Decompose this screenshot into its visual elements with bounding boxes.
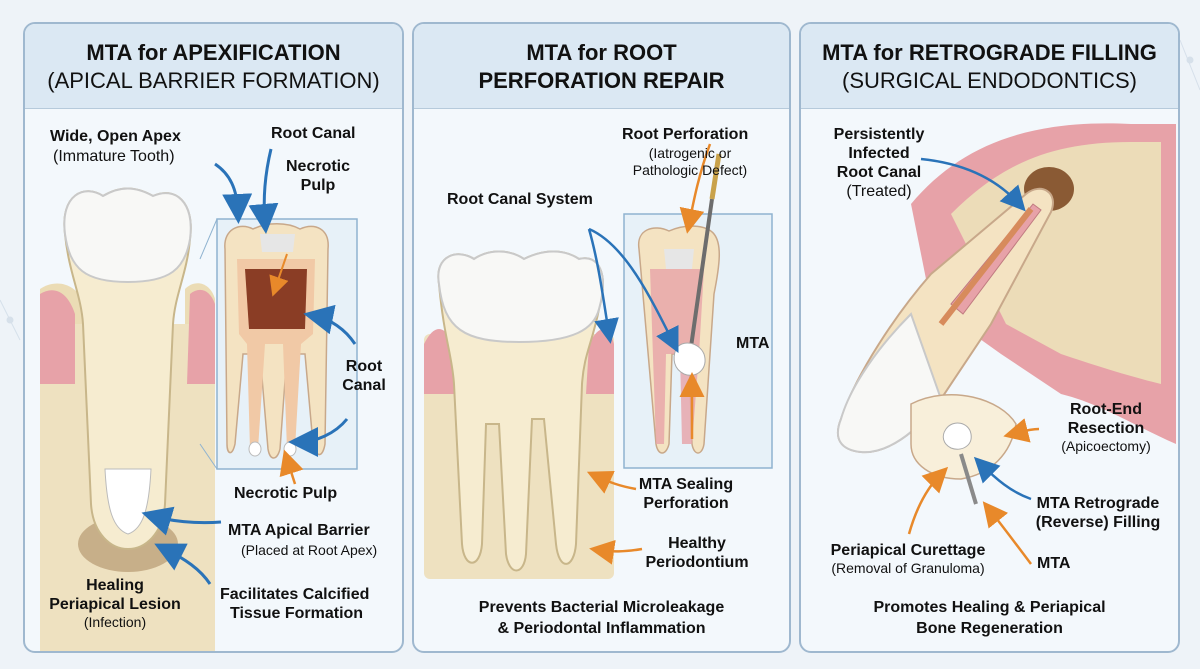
label-healthy-periodontium: Healthy Periodontium xyxy=(642,534,752,572)
label-line: Infected xyxy=(848,145,910,162)
panel-title: MTA for RETROGRADE FILLING xyxy=(822,40,1157,65)
label-necrotic-pulp-top: Necrotic Pulp xyxy=(278,157,358,195)
label-line: MTA Retrograde xyxy=(1036,495,1160,512)
panel-footer: Prevents Bacterial Microleakage & Period… xyxy=(414,597,789,639)
label-line: Canal xyxy=(342,377,386,394)
label-line: MTA Sealing xyxy=(638,476,734,493)
panel-title: MTA for ROOT xyxy=(526,40,677,65)
panel-title: MTA for APEXIFICATION xyxy=(86,40,341,65)
label-line: Tissue Formation xyxy=(230,605,364,622)
label-line: Perforation xyxy=(643,495,729,512)
label-root-perforation: Root Perforation xyxy=(622,126,749,143)
label-root-canal-top: Root Canal xyxy=(271,125,356,142)
panel-apexification: MTA for APEXIFICATION (APICAL BARRIER FO… xyxy=(23,22,404,653)
label-line: (Reverse) Filling xyxy=(1035,514,1161,531)
perforation-illustration xyxy=(424,143,773,579)
label-mta: MTA xyxy=(736,335,770,352)
label-line: (Apicoectomy) xyxy=(1061,438,1151,454)
label-persistently-infected: Persistently Infected Root Canal (Treate… xyxy=(819,125,939,201)
label-root-canal-system: Root Canal System xyxy=(447,191,593,208)
panel-subtitle: (SURGICAL ENDODONTICS) xyxy=(842,68,1137,93)
label-necrotic-pulp-bottom: Necrotic Pulp xyxy=(234,485,338,502)
label-iatrogenic: (Iatrogenic or Pathologic Defect) xyxy=(610,145,770,179)
label-line: Periodontium xyxy=(645,554,749,571)
label-line: Persistently xyxy=(833,126,925,143)
label-line: (Iatrogenic or xyxy=(648,145,732,161)
footer-line: Bone Regeneration xyxy=(916,620,1063,637)
label-line: Root-End xyxy=(1070,401,1142,418)
label-mta: MTA xyxy=(1037,555,1071,572)
label-healing-lesion: Healing Periapical Lesion (Infection) xyxy=(35,576,195,631)
label-line: Healthy xyxy=(668,535,726,552)
label-line: Resection xyxy=(1067,420,1145,437)
label-line: (Removal of Granuloma) xyxy=(831,560,985,576)
label-periapical-curettage: Periapical Curettage (Removal of Granulo… xyxy=(819,541,997,577)
panel-header xyxy=(414,24,789,109)
label-placed-at-apex: (Placed at Root Apex) xyxy=(241,542,378,558)
panel-retrograde-filling: MTA for RETROGRADE FILLING (SURGICAL END… xyxy=(799,22,1180,653)
footer-line: & Periodontal Inflammation xyxy=(497,620,706,637)
panel-subtitle: (APICAL BARRIER FORMATION) xyxy=(47,68,380,93)
retrograde-illustration xyxy=(836,123,1176,565)
label-line: Pathologic Defect) xyxy=(632,162,748,178)
label-mta-apical-barrier: MTA Apical Barrier xyxy=(228,522,370,539)
panel-subtitle: PERFORATION REPAIR xyxy=(478,68,725,93)
label-line: Healing xyxy=(86,577,144,594)
panel-header xyxy=(801,24,1178,109)
label-line: Periapical Curettage xyxy=(830,542,986,559)
label-line: Pulp xyxy=(300,177,336,194)
label-line: (Infection) xyxy=(83,614,147,630)
panel-header xyxy=(25,24,402,109)
label-line: Periapical Lesion xyxy=(49,596,181,613)
footer-line: Promotes Healing & Periapical xyxy=(873,599,1106,616)
label-root-canal-side: Root Canal xyxy=(339,357,389,395)
label-root-end-resection: Root-End Resection (Apicoectomy) xyxy=(1041,400,1171,455)
footer-line: Prevents Bacterial Microleakage xyxy=(478,599,725,616)
panel-perforation-repair: MTA for ROOT PERFORATION REPAIR xyxy=(412,22,791,653)
label-immature-tooth: (Immature Tooth) xyxy=(53,148,175,165)
apexification-illustration xyxy=(40,148,358,651)
label-wide-apex: Wide, Open Apex xyxy=(50,128,181,145)
label-line: (Treated) xyxy=(846,183,912,200)
label-facilitates: Facilitates Calcified Tissue Formation xyxy=(220,585,369,623)
panel-footer: Promotes Healing & Periapical Bone Regen… xyxy=(801,597,1178,639)
label-line: Facilitates Calcified xyxy=(220,586,370,603)
label-mta-sealing: MTA Sealing Perforation xyxy=(636,475,736,513)
label-mta-retrograde: MTA Retrograde (Reverse) Filling xyxy=(1023,494,1173,532)
label-line: Root Canal xyxy=(836,164,922,181)
label-line: Root xyxy=(345,358,383,375)
label-line: Necrotic xyxy=(285,158,351,175)
